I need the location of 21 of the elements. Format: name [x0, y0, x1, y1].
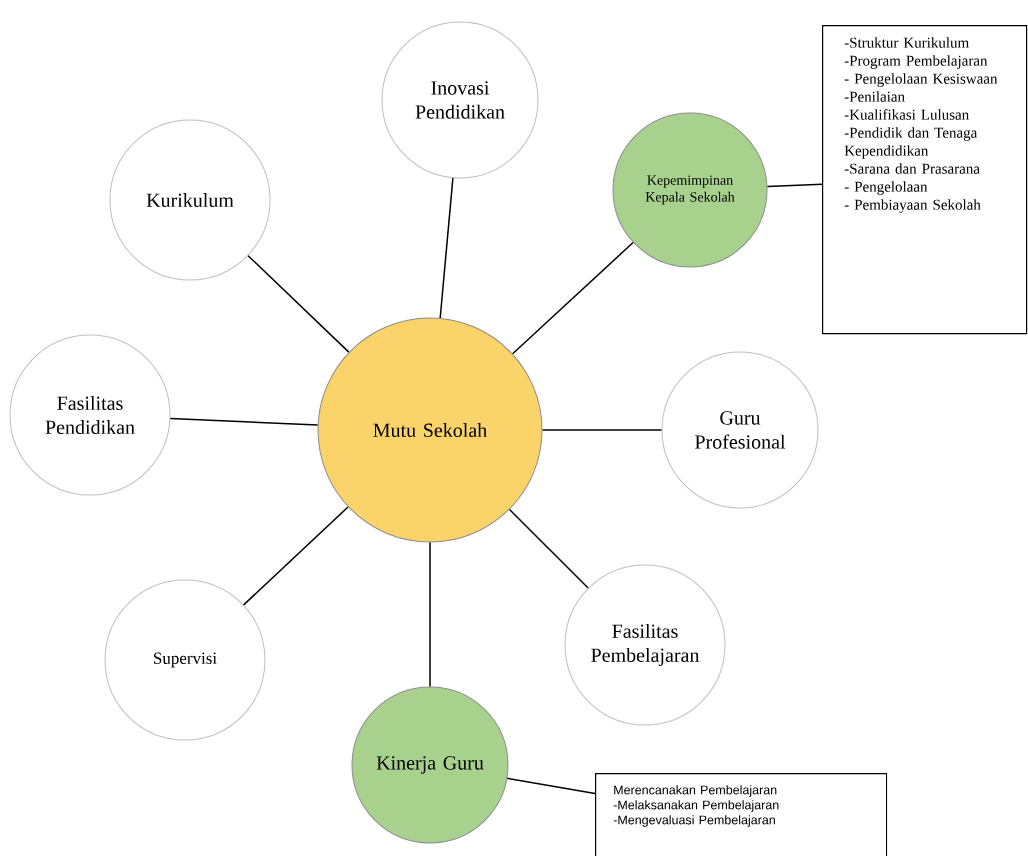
- connector-line: [247, 254, 350, 353]
- circle-node: Guru Profesional: [661, 351, 819, 509]
- circle-node: Kurikulum: [109, 119, 271, 281]
- connector-line: [766, 183, 823, 188]
- circle-node: Kinerja Guru: [351, 686, 509, 844]
- circle-node: Supervisi: [104, 579, 266, 741]
- circle-node: Fasilitas Pendidikan: [9, 334, 171, 496]
- connector-line: [242, 506, 349, 606]
- connector-line: [541, 429, 663, 431]
- text-box: -Struktur Kurikulum -Program Pembelajaran - Pengelolaan Kesiswaan -Penilaian -Kualifikasi Lulusan -Pendidik dan Tenaga Kependidikan -Sarana dan Prasarana - Pengelolaan - Pembiayaan Sekolah: [822, 25, 1028, 335]
- connector-line: [506, 777, 596, 795]
- circle-node: Mutu Sekolah: [317, 317, 543, 543]
- circle-node: Fasilitas Pembelajaran: [564, 564, 726, 726]
- circle-node: Kepemimpinan Kepala Sekolah: [612, 112, 768, 268]
- circle-node: Inovasi Pendidikan: [381, 21, 539, 179]
- text-box: Merencanakan Pembelajaran -Melaksanakan Pembelajaran -Mengevaluasi Pembelajaran: [595, 773, 888, 856]
- connector-line: [169, 417, 319, 426]
- connector-line: [511, 241, 634, 355]
- connector-line: [508, 508, 589, 589]
- connector-line: [429, 541, 431, 688]
- connector-line: [439, 177, 454, 319]
